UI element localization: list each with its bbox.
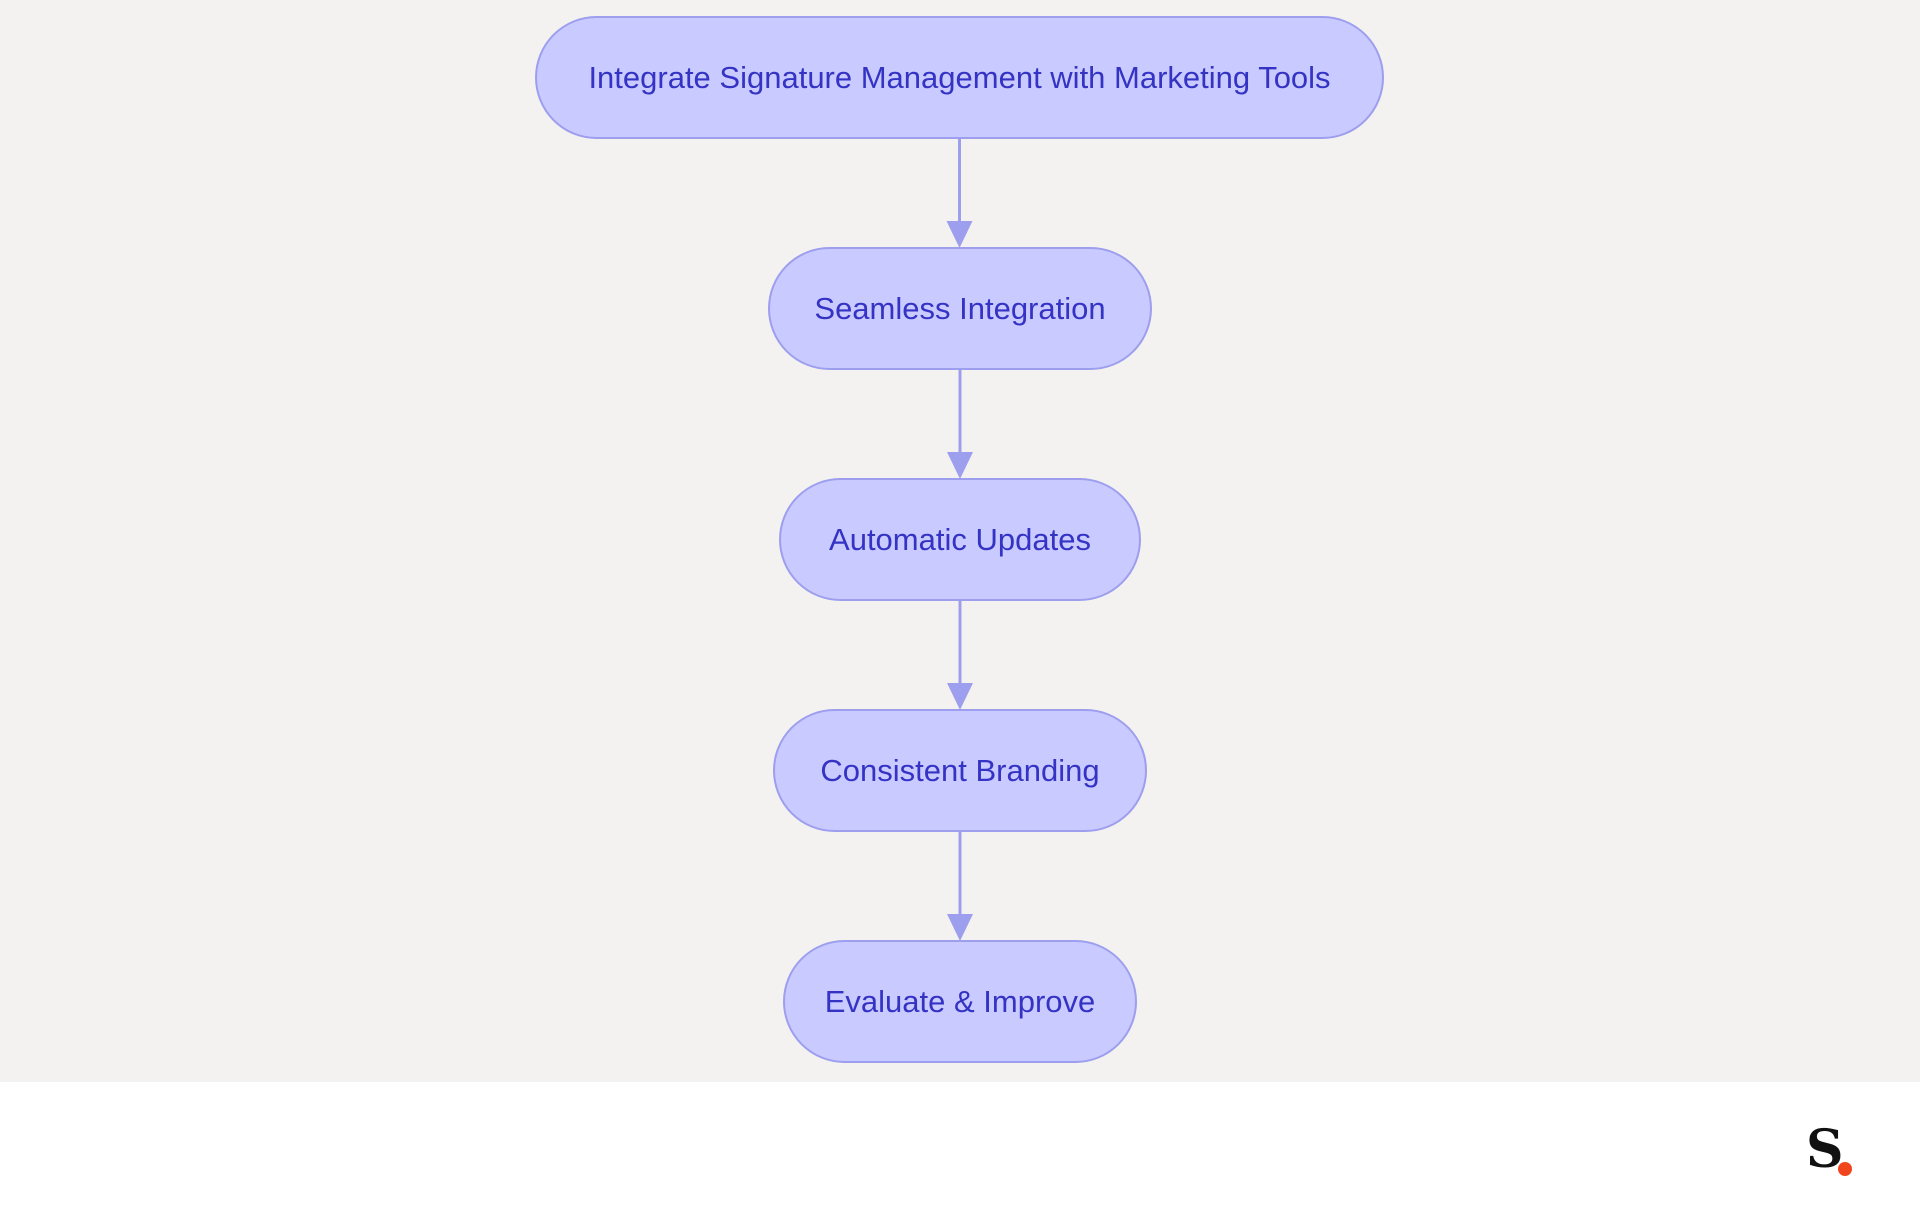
brand-s-logo-icon: S [1806,1120,1856,1180]
logo-letter: S [1806,1119,1844,1180]
flow-edge-n2-n3 [947,370,973,479]
flow-edge-n3-n4 [947,601,973,710]
arrowhead-icon [947,452,973,479]
arrowhead-icon [947,683,973,710]
flow-edge-n4-n5 [947,832,973,941]
arrowhead-icon [946,221,973,248]
flow-node-seamless-integration: Seamless Integration [768,247,1152,370]
logo-dot-icon [1838,1162,1852,1176]
flow-node-automatic-updates: Automatic Updates [779,478,1141,601]
flow-node-label: Consistent Branding [820,752,1100,788]
footer [0,1082,1920,1215]
flow-edge-n1-n2 [946,139,973,248]
flow-node-label: Evaluate & Improve [824,983,1096,1019]
flow-node-label: Seamless Integration [814,290,1106,326]
flow-node-consistent-branding: Consistent Branding [773,709,1147,832]
flowchart-canvas: Integrate Signature Management with Mark… [0,0,1920,1082]
flow-node-label: Integrate Signature Management with Mark… [588,59,1331,95]
flow-node-integrate-signature-management: Integrate Signature Management with Mark… [535,16,1384,139]
flow-node-label: Automatic Updates [829,521,1091,557]
arrowhead-icon [947,914,973,941]
flowchart-edges [946,139,973,941]
flow-node-evaluate-improve: Evaluate & Improve [783,940,1137,1063]
